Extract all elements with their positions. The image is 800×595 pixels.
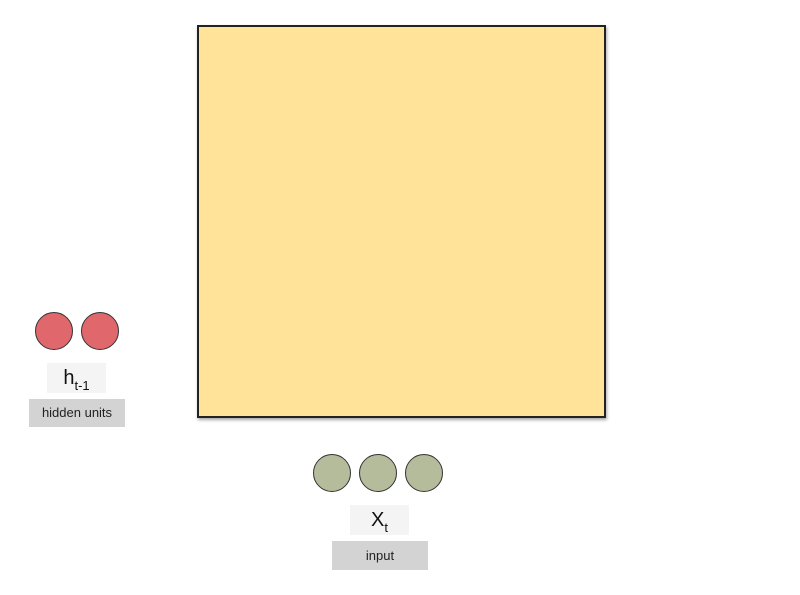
input-unit-node: [359, 454, 397, 492]
input-symbol-subscript: t: [384, 520, 388, 535]
input-symbol-letter: X: [371, 509, 385, 531]
input-unit-node: [313, 454, 351, 492]
hidden-symbol-letter: h: [63, 367, 75, 389]
hidden-symbol-subscript: t-1: [74, 378, 90, 393]
hidden-units-label: hidden units: [29, 399, 125, 427]
input-unit-node: [405, 454, 443, 492]
hidden-unit-node: [35, 312, 73, 350]
rnn-cell-box: [197, 25, 606, 418]
hidden-symbol: ht-1: [47, 363, 106, 393]
input-symbol: Xt: [350, 505, 409, 535]
hidden-unit-node: [81, 312, 119, 350]
input-label: input: [332, 541, 428, 570]
